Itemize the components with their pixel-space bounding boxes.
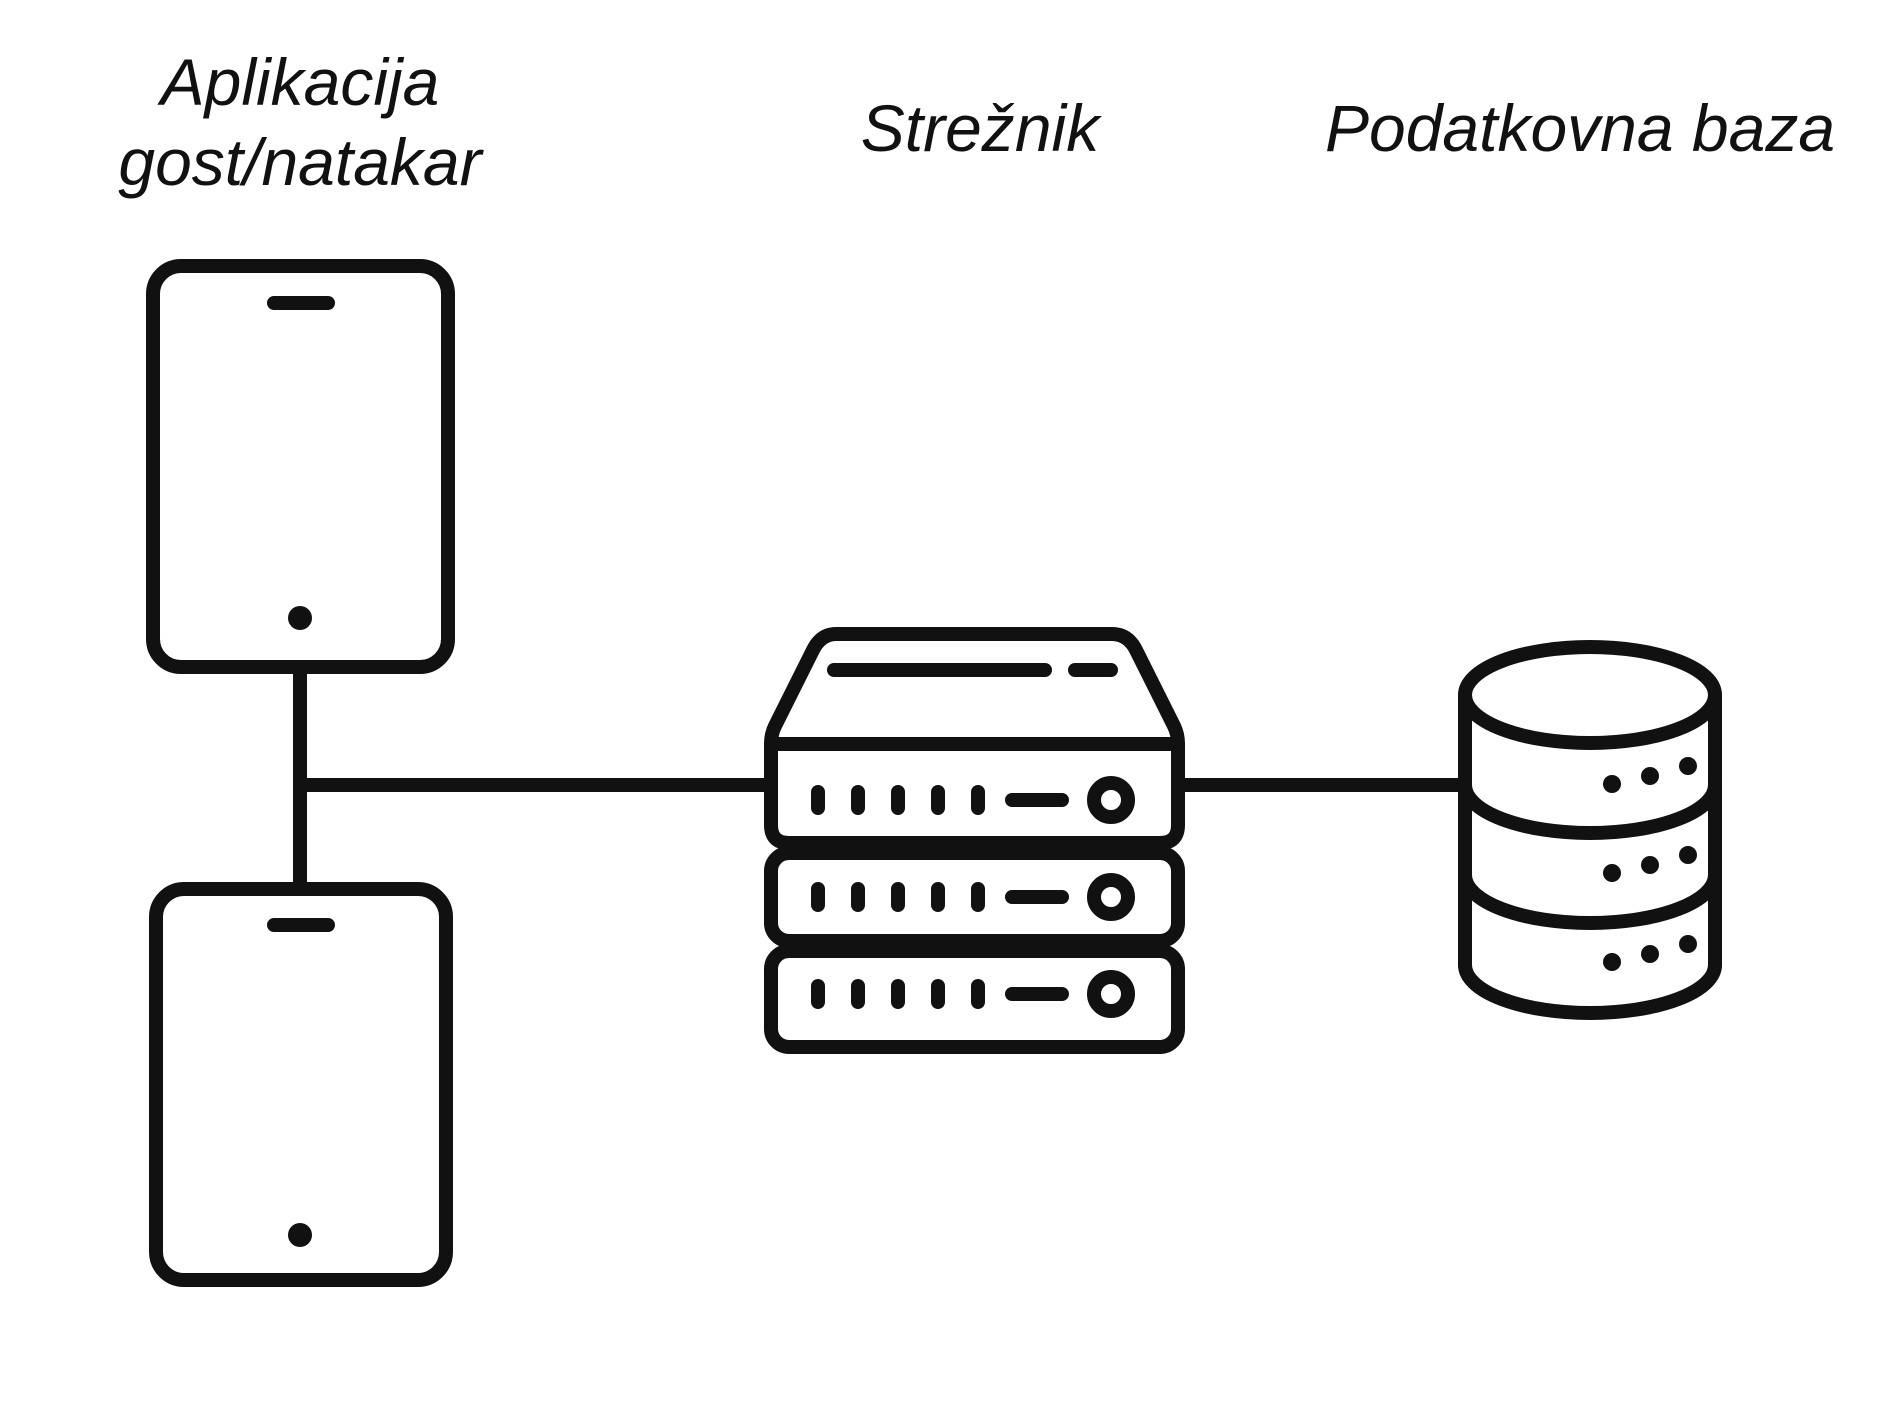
database-label: Podatkovna baza <box>1324 91 1836 165</box>
tablet-icon <box>149 882 453 1287</box>
connector-app-server <box>293 668 766 888</box>
tablet-icon <box>146 259 455 674</box>
server-rack-icon <box>764 627 1185 1054</box>
app-label: Aplikacija gost/natakar <box>60 42 540 202</box>
database-icon <box>1458 640 1722 1020</box>
app-label-line1: Aplikacija <box>160 45 440 119</box>
app-label-line2: gost/natakar <box>118 125 482 199</box>
server-label: Strežnik <box>860 91 1100 165</box>
